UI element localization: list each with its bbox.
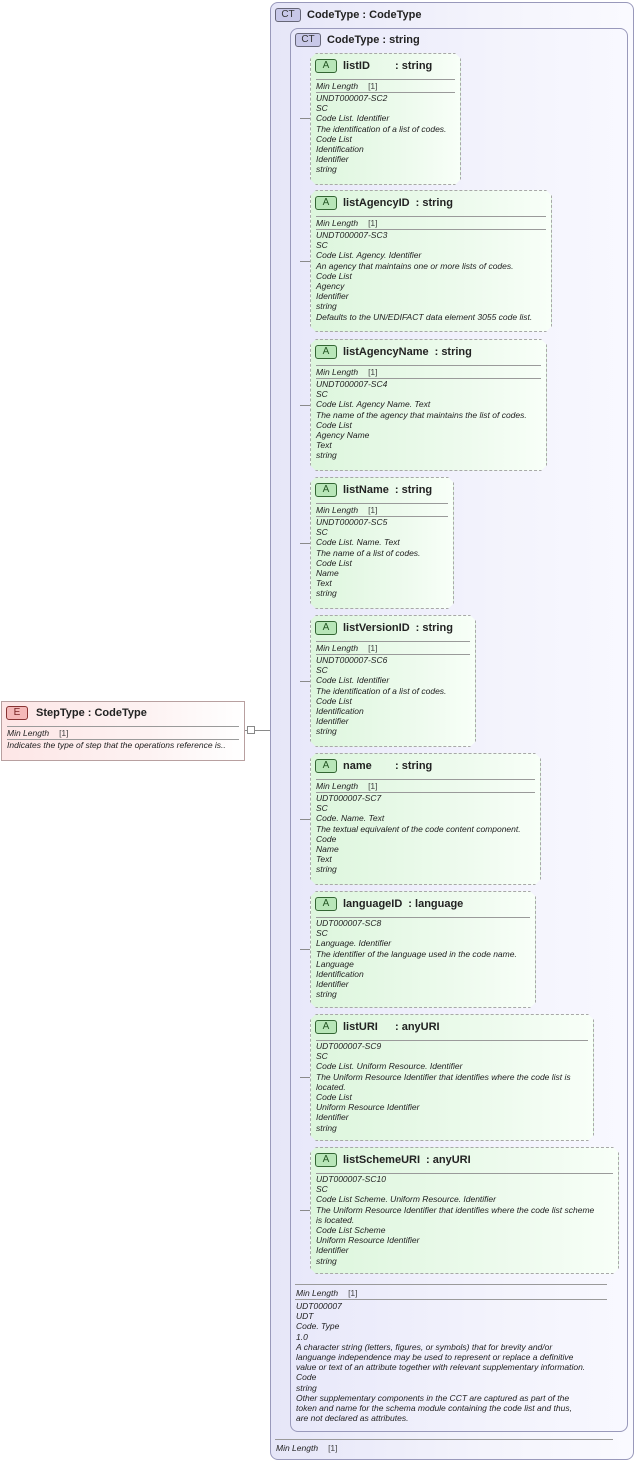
- attribute-documentation: UDT000007-SC7 SC Code. Name. Text The te…: [316, 793, 521, 875]
- attribute-min-length: Min Length[1]: [316, 81, 378, 91]
- attribute-name: listID: [343, 60, 370, 72]
- attribute-type: : string: [395, 760, 433, 772]
- attribute-icon: A: [315, 345, 337, 359]
- attribute-documentation: UNDT000007-SC3 SC Code List. Agency. Ide…: [316, 230, 533, 322]
- element-steptype[interactable]: E StepType : CodeType Min Length[1] Indi…: [1, 701, 245, 761]
- attribute-name: listURI: [343, 1021, 378, 1033]
- attribute-name: listAgencyID: [343, 197, 410, 209]
- element-title: StepType : CodeType: [36, 707, 147, 719]
- attribute-icon: A: [315, 759, 337, 773]
- attribute-documentation: UDT000007-SC9 SC Code List. Uniform Reso…: [316, 1041, 571, 1133]
- attribute-documentation: UDT000007-SC10 SC Code List Scheme. Unif…: [316, 1174, 595, 1266]
- complex-type-icon: CT: [275, 8, 301, 22]
- attribute-type: : string: [415, 197, 453, 209]
- attribute-min-length: Min Length[1]: [316, 218, 378, 228]
- attribute-listagencyid[interactable]: A listAgencyID : string Min Length[1] UN…: [310, 190, 552, 332]
- attribute-type: : anyURI: [395, 1021, 440, 1033]
- inner-documentation: UDT000007 UDT Code. Type 1.0 A character…: [296, 1301, 586, 1424]
- branch-name: [300, 819, 310, 820]
- attribute-name[interactable]: A name : string Min Length[1] UDT000007-…: [310, 753, 541, 885]
- attribute-type: : string: [395, 60, 433, 72]
- attribute-type: : anyURI: [426, 1154, 471, 1166]
- branch-listid: [300, 118, 310, 119]
- element-min-length: Min Length[1]: [7, 728, 69, 738]
- attribute-min-length: Min Length[1]: [316, 781, 378, 791]
- branch-listuri: [300, 1077, 310, 1078]
- attribute-icon: A: [315, 1153, 337, 1167]
- attribute-icon: A: [315, 1020, 337, 1034]
- attribute-listuri[interactable]: A listURI : anyURI UDT000007-SC9 SC Code…: [310, 1014, 594, 1141]
- attribute-name-label: name: [343, 760, 372, 772]
- attribute-type: : string: [394, 484, 433, 496]
- attribute-type: : string: [415, 622, 453, 634]
- attribute-icon: A: [315, 196, 337, 210]
- attribute-documentation: UNDT000007-SC4 SC Code List. Agency Name…: [316, 379, 527, 461]
- element-documentation: Indicates the type of step that the oper…: [7, 740, 226, 750]
- attribute-documentation: UDT000007-SC8 SC Language. Identifier Th…: [316, 918, 517, 1000]
- element-icon: E: [6, 706, 28, 720]
- attribute-icon: A: [315, 897, 337, 911]
- attribute-name: listSchemeURI: [343, 1154, 421, 1166]
- complex-type-title: CodeType : string: [327, 34, 420, 46]
- attribute-name: listAgencyName: [343, 346, 429, 358]
- attribute-min-length: Min Length[1]: [316, 367, 378, 377]
- branch-listschemeuri: [300, 1210, 310, 1211]
- attribute-name: languageID: [343, 898, 403, 910]
- attribute-icon: A: [315, 483, 337, 497]
- branch-listversionid: [300, 681, 310, 682]
- attribute-documentation: UNDT000007-SC2 SC Code List. Identifier …: [316, 93, 447, 175]
- attribute-icon: A: [315, 59, 337, 73]
- complex-type-icon: CT: [295, 33, 321, 47]
- attribute-min-length: Min Length[1]: [316, 505, 378, 515]
- attribute-min-length: Min Length[1]: [316, 643, 378, 653]
- outer-min-length: Min Length[1]: [276, 1443, 338, 1453]
- branch-listname: [300, 543, 310, 544]
- attribute-name: listName: [343, 484, 389, 496]
- attribute-type: : string: [434, 346, 472, 358]
- inner-min-length: Min Length[1]: [296, 1288, 358, 1298]
- branch-languageid: [300, 949, 310, 950]
- attribute-type: : language: [408, 898, 464, 910]
- sequence-marker: [247, 726, 255, 734]
- attribute-documentation: UNDT000007-SC6 SC Code List. Identifier …: [316, 655, 447, 737]
- attribute-listversionid[interactable]: A listVersionID : string Min Length[1] U…: [310, 615, 476, 747]
- attribute-languageid[interactable]: A languageID : language UDT000007-SC8 SC…: [310, 891, 536, 1008]
- attribute-icon: A: [315, 621, 337, 635]
- attribute-listschemeuri[interactable]: A listSchemeURI : anyURI UDT000007-SC10 …: [310, 1147, 619, 1274]
- attribute-listagencyname[interactable]: A listAgencyName : string Min Length[1] …: [310, 339, 547, 471]
- attribute-documentation: UNDT000007-SC5 SC Code List. Name. Text …: [316, 517, 421, 599]
- attribute-name: listVersionID: [343, 622, 410, 634]
- attribute-listid[interactable]: A listID : string Min Length[1] UNDT0000…: [310, 53, 461, 185]
- branch-listagencyid: [300, 261, 310, 262]
- branch-listagencyname: [300, 405, 310, 406]
- attribute-listname[interactable]: A listName : string Min Length[1] UNDT00…: [310, 477, 454, 609]
- complex-type-title: CodeType : CodeType: [307, 9, 422, 21]
